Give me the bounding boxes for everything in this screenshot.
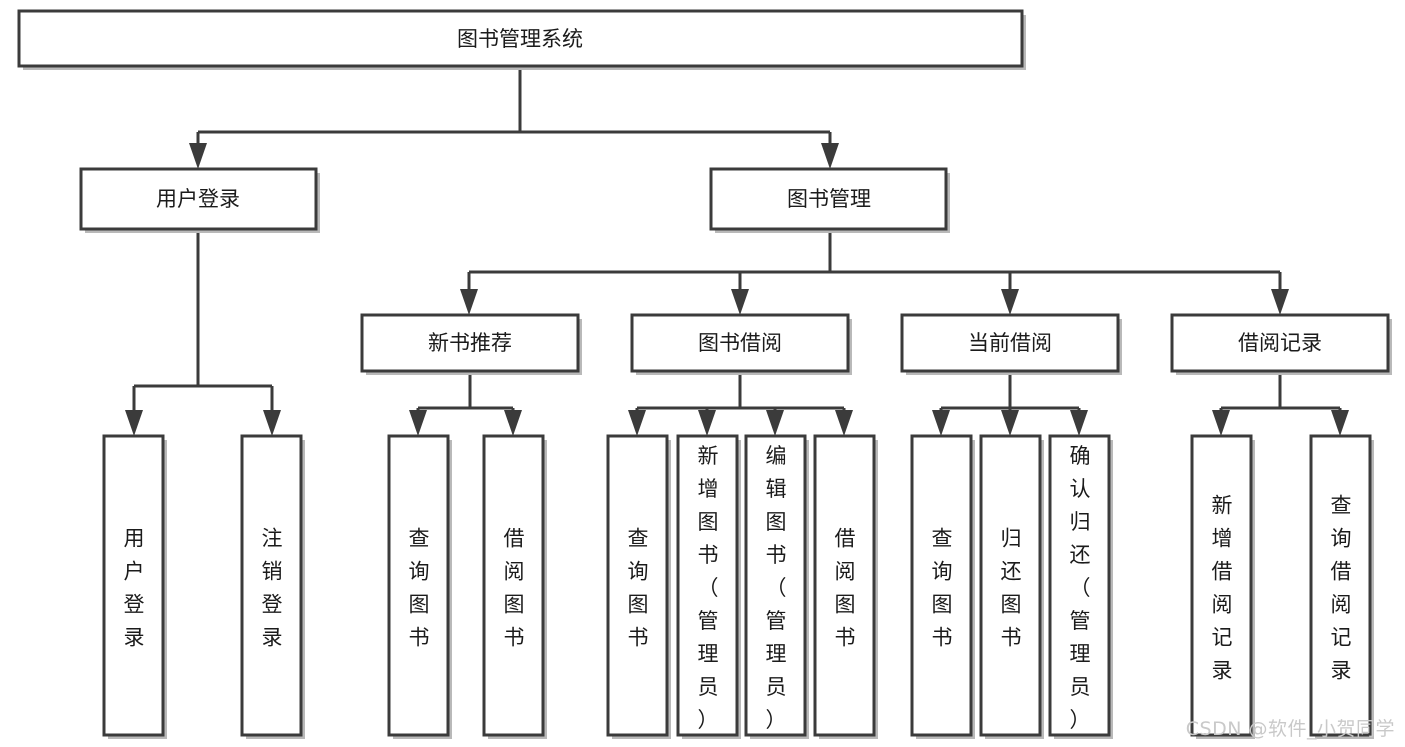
connector-group-root: [189, 66, 839, 169]
arrow-head-leaf-add-book: [698, 410, 716, 436]
book-borrow-label: 图书借阅: [698, 331, 782, 355]
arrow-head-leaf-add-record: [1212, 410, 1230, 436]
book-management-label: 图书管理: [787, 187, 871, 211]
root-box: [17, 9, 1024, 68]
node-book-borrow[interactable]: 图书借阅: [630, 313, 852, 375]
leaf-confirm-return-label: 确认归还（管理员）: [1070, 444, 1091, 732]
leaf-query-book-2-label: 查询图书: [628, 527, 649, 650]
leaf-edit-book-label: 编辑图书（管理员）: [766, 444, 787, 732]
root-label: 图书管理系统: [457, 27, 583, 51]
leaf-node-edit-book[interactable]: 编辑图书（管理员）: [744, 434, 809, 739]
arrow-head-new-book-recommend: [460, 289, 478, 315]
leaf-add-record-label: 新增借阅记录: [1212, 494, 1233, 683]
leaf-return-book-box: [979, 434, 1042, 737]
node-borrow-record[interactable]: 借阅记录: [1170, 313, 1392, 375]
connector-group-current-borrow: [932, 375, 1088, 436]
node-new-book-recommend[interactable]: 新书推荐: [360, 313, 582, 375]
arrow-head-book-borrow: [731, 289, 749, 315]
leaf-add-book-label: 新增图书（管理员）: [698, 444, 719, 732]
arrow-head-borrow-record: [1271, 289, 1289, 315]
leaf-node-add-record[interactable]: 新增借阅记录: [1190, 434, 1255, 739]
connector-group-user-login: [125, 233, 281, 436]
leaf-borrow-book-1-box: [482, 434, 545, 737]
arrow-head-leaf-query-book-3: [932, 410, 950, 436]
arrow-head-leaf-query-record: [1331, 410, 1349, 436]
leaf-node-query-book-3[interactable]: 查询图书: [910, 434, 975, 739]
leaf-return-book-label: 归还图书: [1001, 527, 1022, 650]
connector-group-borrow-record: [1212, 375, 1349, 436]
leaf-node-query-record[interactable]: 查询借阅记录: [1309, 434, 1374, 739]
node-current-borrow[interactable]: 当前借阅: [900, 313, 1122, 375]
leaf-logout-box: [240, 434, 303, 737]
arrow-head-leaf-borrow-book-1: [504, 410, 522, 436]
csdn-watermark: CSDN @软件_小贺同学: [1185, 718, 1395, 740]
leaf-user-login-label: 用户登录: [124, 527, 145, 650]
leaf-add-record-box: [1190, 434, 1253, 737]
borrow-record-box: [1170, 313, 1390, 373]
leaf-query-record-label: 查询借阅记录: [1331, 494, 1352, 683]
leaf-node-user-login[interactable]: 用户登录: [102, 434, 167, 739]
leaf-logout-label: 注销登录: [262, 527, 283, 650]
leaf-query-book-1-box: [387, 434, 450, 737]
leaf-query-record-box: [1309, 434, 1372, 737]
leaf-query-book-3-box: [910, 434, 973, 737]
leaf-node-query-book-1[interactable]: 查询图书: [387, 434, 452, 739]
leaf-user-login-box: [102, 434, 165, 737]
node-book-management[interactable]: 图书管理: [709, 167, 950, 233]
arrow-head-leaf-return-book: [1001, 410, 1019, 436]
leaf-node-confirm-return[interactable]: 确认归还（管理员）: [1048, 434, 1113, 739]
user-login-box: [79, 167, 318, 231]
leaf-node-add-book[interactable]: 新增图书（管理员）: [676, 434, 741, 739]
leaf-node-return-book[interactable]: 归还图书: [979, 434, 1044, 739]
new-book-recommend-box: [360, 313, 580, 373]
connector-group-book-borrow: [628, 375, 853, 436]
arrow-head-user-login: [189, 143, 207, 169]
arrow-head-book-mgmt: [821, 143, 839, 169]
leaf-node-logout[interactable]: 注销登录: [240, 434, 305, 739]
arrow-head-leaf-query-book-1: [409, 410, 427, 436]
arrow-head-leaf-borrow-book-2: [835, 410, 853, 436]
arrow-head-leaf-user-login: [125, 410, 143, 436]
leaf-node-borrow-book-1[interactable]: 借阅图书: [482, 434, 547, 739]
leaf-query-book-3-label: 查询图书: [932, 527, 953, 650]
book-borrow-box: [630, 313, 850, 373]
leaf-borrow-book-2-box: [813, 434, 876, 737]
current-borrow-box: [900, 313, 1120, 373]
book-management-box: [709, 167, 948, 231]
node-root-system[interactable]: 图书管理系统: [17, 9, 1026, 70]
node-user-login[interactable]: 用户登录: [79, 167, 320, 233]
leaf-borrow-book-1-label: 借阅图书: [504, 527, 525, 650]
arrow-head-leaf-edit-book: [766, 410, 784, 436]
leaf-node-query-book-2[interactable]: 查询图书: [606, 434, 671, 739]
arrow-head-leaf-query-book-2: [628, 410, 646, 436]
leaf-add-book-box: [676, 434, 739, 737]
user-login-label: 用户登录: [156, 187, 240, 211]
arrow-head-leaf-logout: [263, 410, 281, 436]
new-book-recommend-label: 新书推荐: [428, 331, 512, 355]
arrow-head-leaf-confirm-return: [1070, 410, 1088, 436]
connector-group-book-management: [460, 233, 1289, 315]
arrow-head-current-borrow: [1001, 289, 1019, 315]
leaf-edit-book-box: [744, 434, 807, 737]
current-borrow-label: 当前借阅: [968, 331, 1052, 355]
leaf-query-book-2-box: [606, 434, 669, 737]
connector-group-new-book-recommend: [409, 375, 522, 436]
leaf-node-borrow-book-2[interactable]: 借阅图书: [813, 434, 878, 739]
leaf-confirm-return-box: [1048, 434, 1111, 737]
leaf-borrow-book-2-label: 借阅图书: [835, 527, 856, 650]
borrow-record-label: 借阅记录: [1238, 331, 1322, 355]
leaf-query-book-1-label: 查询图书: [409, 527, 430, 650]
